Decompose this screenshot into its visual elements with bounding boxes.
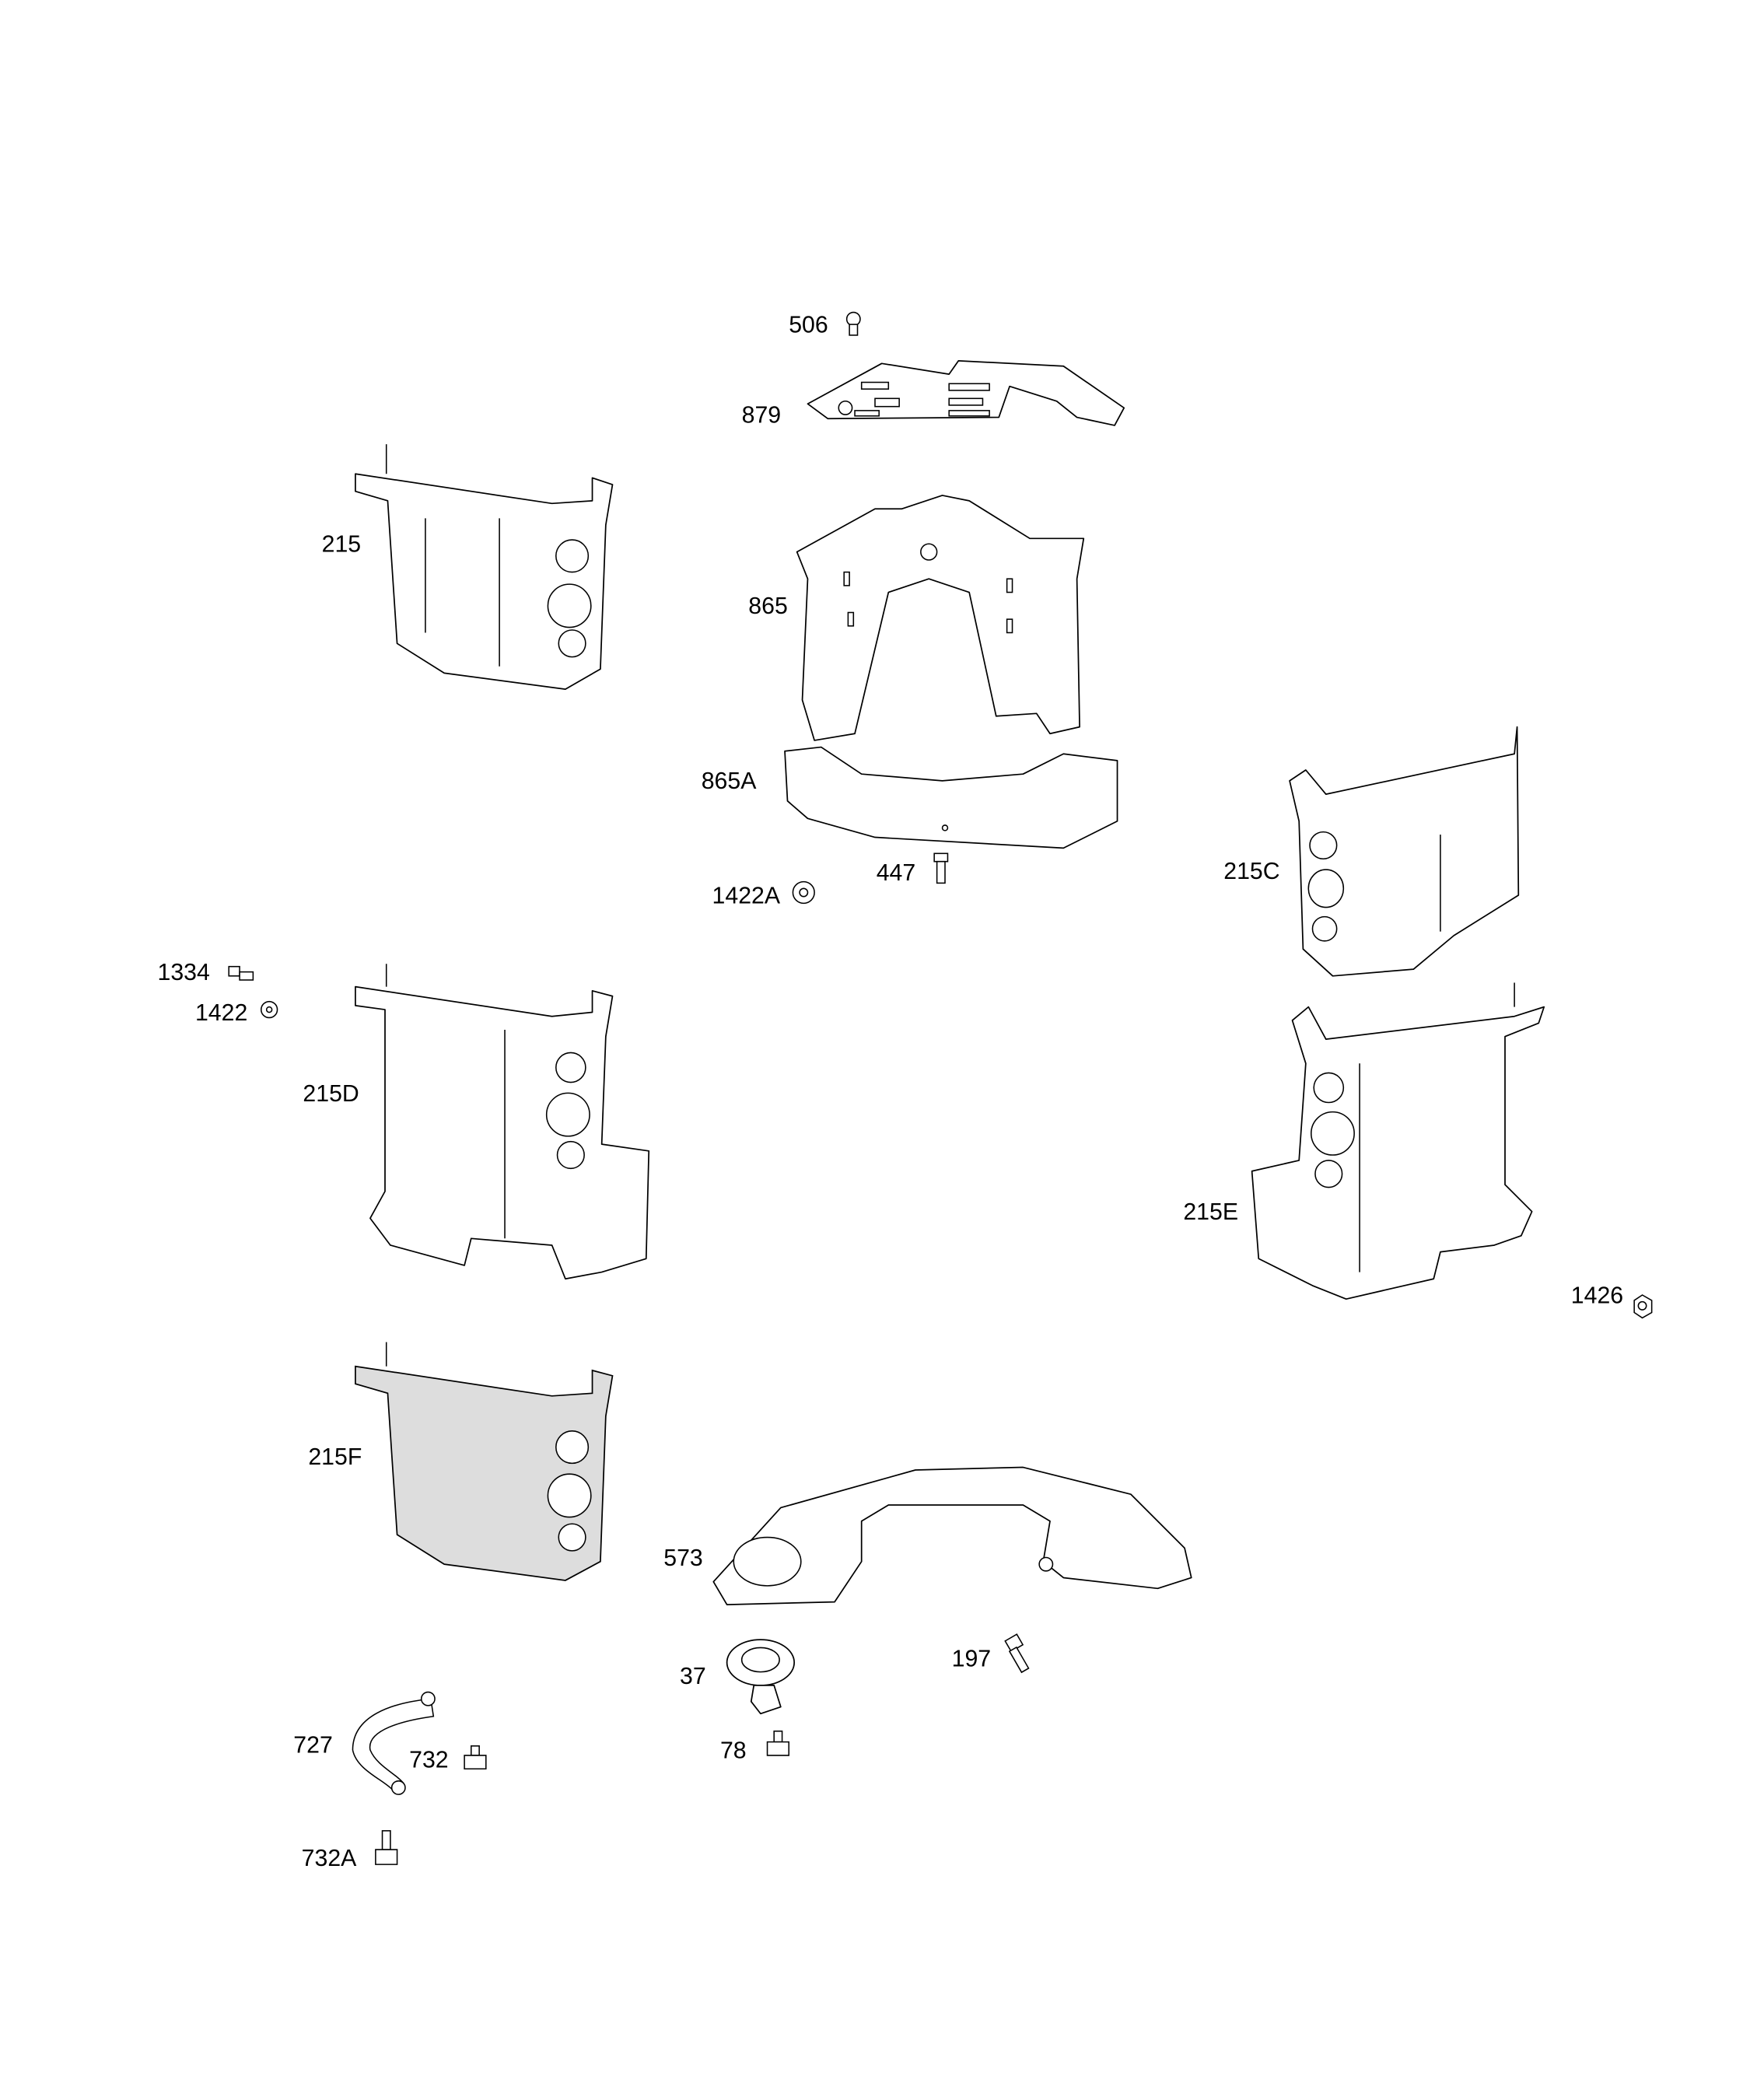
part-727-strap[interactable] [352, 1691, 436, 1795]
label-865: 865 [748, 593, 788, 619]
part-215-shroud[interactable] [355, 444, 614, 691]
part-215F-shroud[interactable] [355, 1342, 614, 1581]
part-447-bolt[interactable] [933, 852, 949, 884]
part-879-plate[interactable] [807, 359, 1125, 426]
label-78: 78 [720, 1738, 747, 1763]
label-727: 727 [293, 1732, 333, 1758]
part-506-screw[interactable] [845, 311, 861, 336]
label-215: 215 [322, 532, 361, 558]
part-1422-washer[interactable] [260, 1000, 278, 1019]
label-215E: 215E [1183, 1199, 1238, 1225]
label-37: 37 [680, 1664, 706, 1689]
label-215C: 215C [1223, 859, 1279, 884]
label-197: 197 [952, 1647, 992, 1672]
label-506: 506 [789, 312, 828, 338]
label-1334: 1334 [157, 960, 209, 985]
part-573-baffle[interactable] [712, 1466, 1192, 1605]
label-447: 447 [877, 860, 916, 886]
label-215F: 215F [308, 1444, 362, 1470]
label-879: 879 [742, 402, 782, 428]
part-197-bolt[interactable] [1004, 1633, 1030, 1674]
label-865A: 865A [702, 768, 757, 794]
label-1422A: 1422A [712, 883, 781, 908]
part-78-screw[interactable] [766, 1730, 790, 1756]
part-37-plate[interactable] [726, 1639, 796, 1715]
part-865A-bracket[interactable] [784, 746, 1118, 849]
part-215D-shroud[interactable] [355, 964, 650, 1280]
part-732-screw[interactable] [464, 1745, 487, 1770]
part-732A-bolt[interactable] [375, 1830, 398, 1865]
part-1426-nut[interactable] [1633, 1294, 1653, 1319]
label-573: 573 [663, 1545, 703, 1571]
label-215D: 215D [303, 1081, 359, 1107]
part-215E-shroud[interactable] [1251, 982, 1545, 1300]
part-865-bracket[interactable] [796, 495, 1085, 741]
part-1422A-washer[interactable] [792, 880, 815, 905]
label-1422: 1422 [195, 1000, 247, 1026]
part-1334-screw[interactable] [228, 965, 254, 981]
label-1426: 1426 [1571, 1283, 1623, 1308]
label-732A: 732A [302, 1846, 357, 1871]
label-732: 732 [409, 1747, 448, 1773]
part-215C-shroud[interactable] [1289, 726, 1520, 977]
